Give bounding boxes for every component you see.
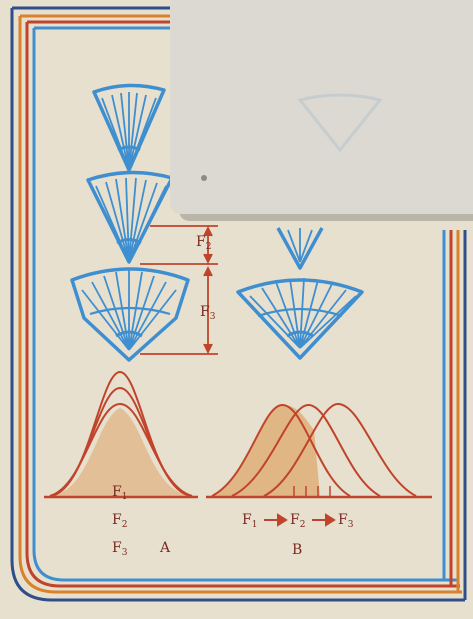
- paper-sheet: [170, 0, 473, 214]
- paper-sheet-mark: [201, 175, 207, 181]
- panel-a-letter: A: [159, 540, 171, 556]
- overlapping-paper-sheet: [170, 0, 473, 221]
- panel-b-letter: B: [292, 542, 302, 558]
